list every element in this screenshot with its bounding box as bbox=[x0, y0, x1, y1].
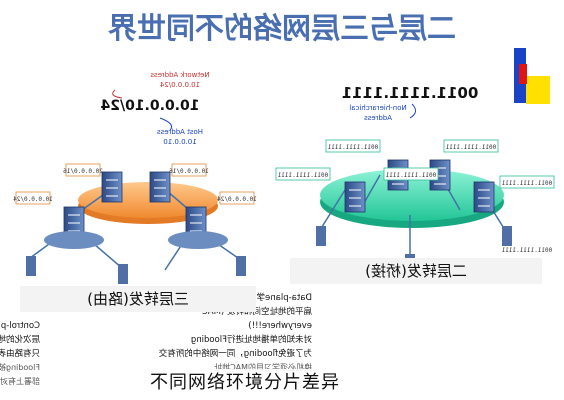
l3-bullet-2: 层次化的地址空间与转发 bbox=[0, 334, 40, 345]
l2-bullet-5: 为了避免flooding，同一网络中的所有交 bbox=[158, 348, 312, 359]
l3-bullet-5: 部署上有对于data-plane依赖于 bbox=[0, 376, 40, 386]
l2-mac-tag-2: 0011.1111.1111 bbox=[443, 139, 499, 153]
accent-yellow-block bbox=[526, 76, 550, 104]
l3-server-3[interactable] bbox=[236, 256, 246, 276]
l2-mac-tag-5-text: 0011.1111.1111 bbox=[501, 180, 552, 187]
l3-route-tag-2-text: 10.0.0.0/24 bbox=[13, 196, 53, 203]
l2-bottom-mac: 0011.1111.1111 bbox=[501, 247, 552, 254]
l2-bullet-3: everywhere!!!) bbox=[248, 321, 312, 331]
l3-subnet-cloud-right bbox=[168, 231, 228, 249]
host-address-label: Host Address bbox=[157, 128, 203, 136]
l3-route-tag-2: 10.0.0.0/24 bbox=[13, 191, 53, 205]
host-callout-arrow bbox=[159, 117, 173, 131]
l3-switch-2[interactable] bbox=[149, 171, 171, 203]
l2-bullet-4: 对未知的单播地址进行Flooding bbox=[191, 334, 312, 345]
l3-switch-4[interactable] bbox=[185, 206, 207, 238]
l3-heading-bar bbox=[20, 286, 256, 312]
non-hierarchical-label: Non-hierarchical bbox=[349, 104, 406, 112]
title: 二层与三层网络的不同世界 bbox=[108, 11, 456, 45]
l2-big-address: 0011.1111.1111 bbox=[342, 84, 479, 102]
l3-bullet-1: Control-plane学习 bbox=[0, 320, 40, 331]
l2-heading: 二层转发(桥接) bbox=[365, 262, 467, 280]
nonhier-callout-arrow bbox=[409, 103, 416, 119]
l3-subnet-cloud-left bbox=[44, 231, 104, 249]
l2-bullet-1: Data-plane学习 bbox=[248, 292, 312, 303]
l3-bullet-4: Flooding被限制得很高 bbox=[0, 362, 40, 372]
l2-switch-4[interactable] bbox=[473, 181, 495, 213]
l2-mac-tag-1-text: 0011.1111.1111 bbox=[327, 144, 378, 151]
l3-big-address: 10.0.0.10/24 bbox=[100, 98, 199, 114]
l3-route-tag-4-text: 10.0.0.0/24 bbox=[217, 196, 257, 203]
l3-heading: 三层转发(路由) bbox=[87, 290, 189, 308]
l3-route-tag-1-text: 20.0.0.0/16 bbox=[63, 168, 103, 175]
l2-server-1[interactable] bbox=[316, 226, 326, 246]
l2-heading-bar bbox=[290, 258, 542, 284]
l3-switch-1[interactable] bbox=[101, 171, 123, 203]
accent-red-block bbox=[519, 64, 527, 84]
l3-bullet-3: 只有路由表中匹配的目的地址才被转发 bbox=[0, 348, 40, 359]
l2-mac-tag-3: 0011.1111.1111 bbox=[275, 167, 331, 181]
image-caption: 不同网络环境分片差异 bbox=[150, 369, 450, 397]
l2-mac-tag-4: 0011.1111.1111 bbox=[383, 167, 439, 181]
l2-mac-tag-5: 0011.1111.1111 bbox=[499, 175, 555, 189]
l2-mac-tag-3-text: 0011.1111.1111 bbox=[277, 172, 328, 179]
l2-mac-tag-2-text: 0011.1111.1111 bbox=[445, 144, 496, 151]
l2-mac-tag-4-text: 0011.1111.1111 bbox=[385, 172, 436, 179]
l3-route-tag-4: 10.0.0.0/24 bbox=[217, 191, 257, 205]
network-address-value: 10.0.0.0/24 bbox=[159, 81, 200, 89]
l3-server-2[interactable] bbox=[118, 264, 128, 284]
l2-bullet-6: 换机必须学习目的MAC地址 bbox=[214, 362, 312, 372]
l3-route-tag-3-text: 10.0.0.0/16 bbox=[169, 168, 209, 175]
l2-switch-1[interactable] bbox=[344, 181, 366, 213]
l2-bullet-2: 扁平的地址空间和转发 (MAC bbox=[202, 306, 312, 317]
non-hierarchical-label-2: Address bbox=[364, 114, 392, 122]
host-address-value: 10.0.0.10 bbox=[163, 138, 196, 146]
network-address-label: Network Address bbox=[150, 71, 210, 79]
l3-server-1[interactable] bbox=[26, 256, 36, 276]
l3-route-tag-3: 10.0.0.0/16 bbox=[169, 163, 209, 177]
l3-route-tag-1: 20.0.0.0/16 bbox=[63, 163, 103, 177]
l2-server-3[interactable] bbox=[502, 226, 512, 246]
network-callout-arrow bbox=[112, 89, 123, 99]
l2-mac-tag-1: 0011.1111.1111 bbox=[325, 139, 381, 153]
